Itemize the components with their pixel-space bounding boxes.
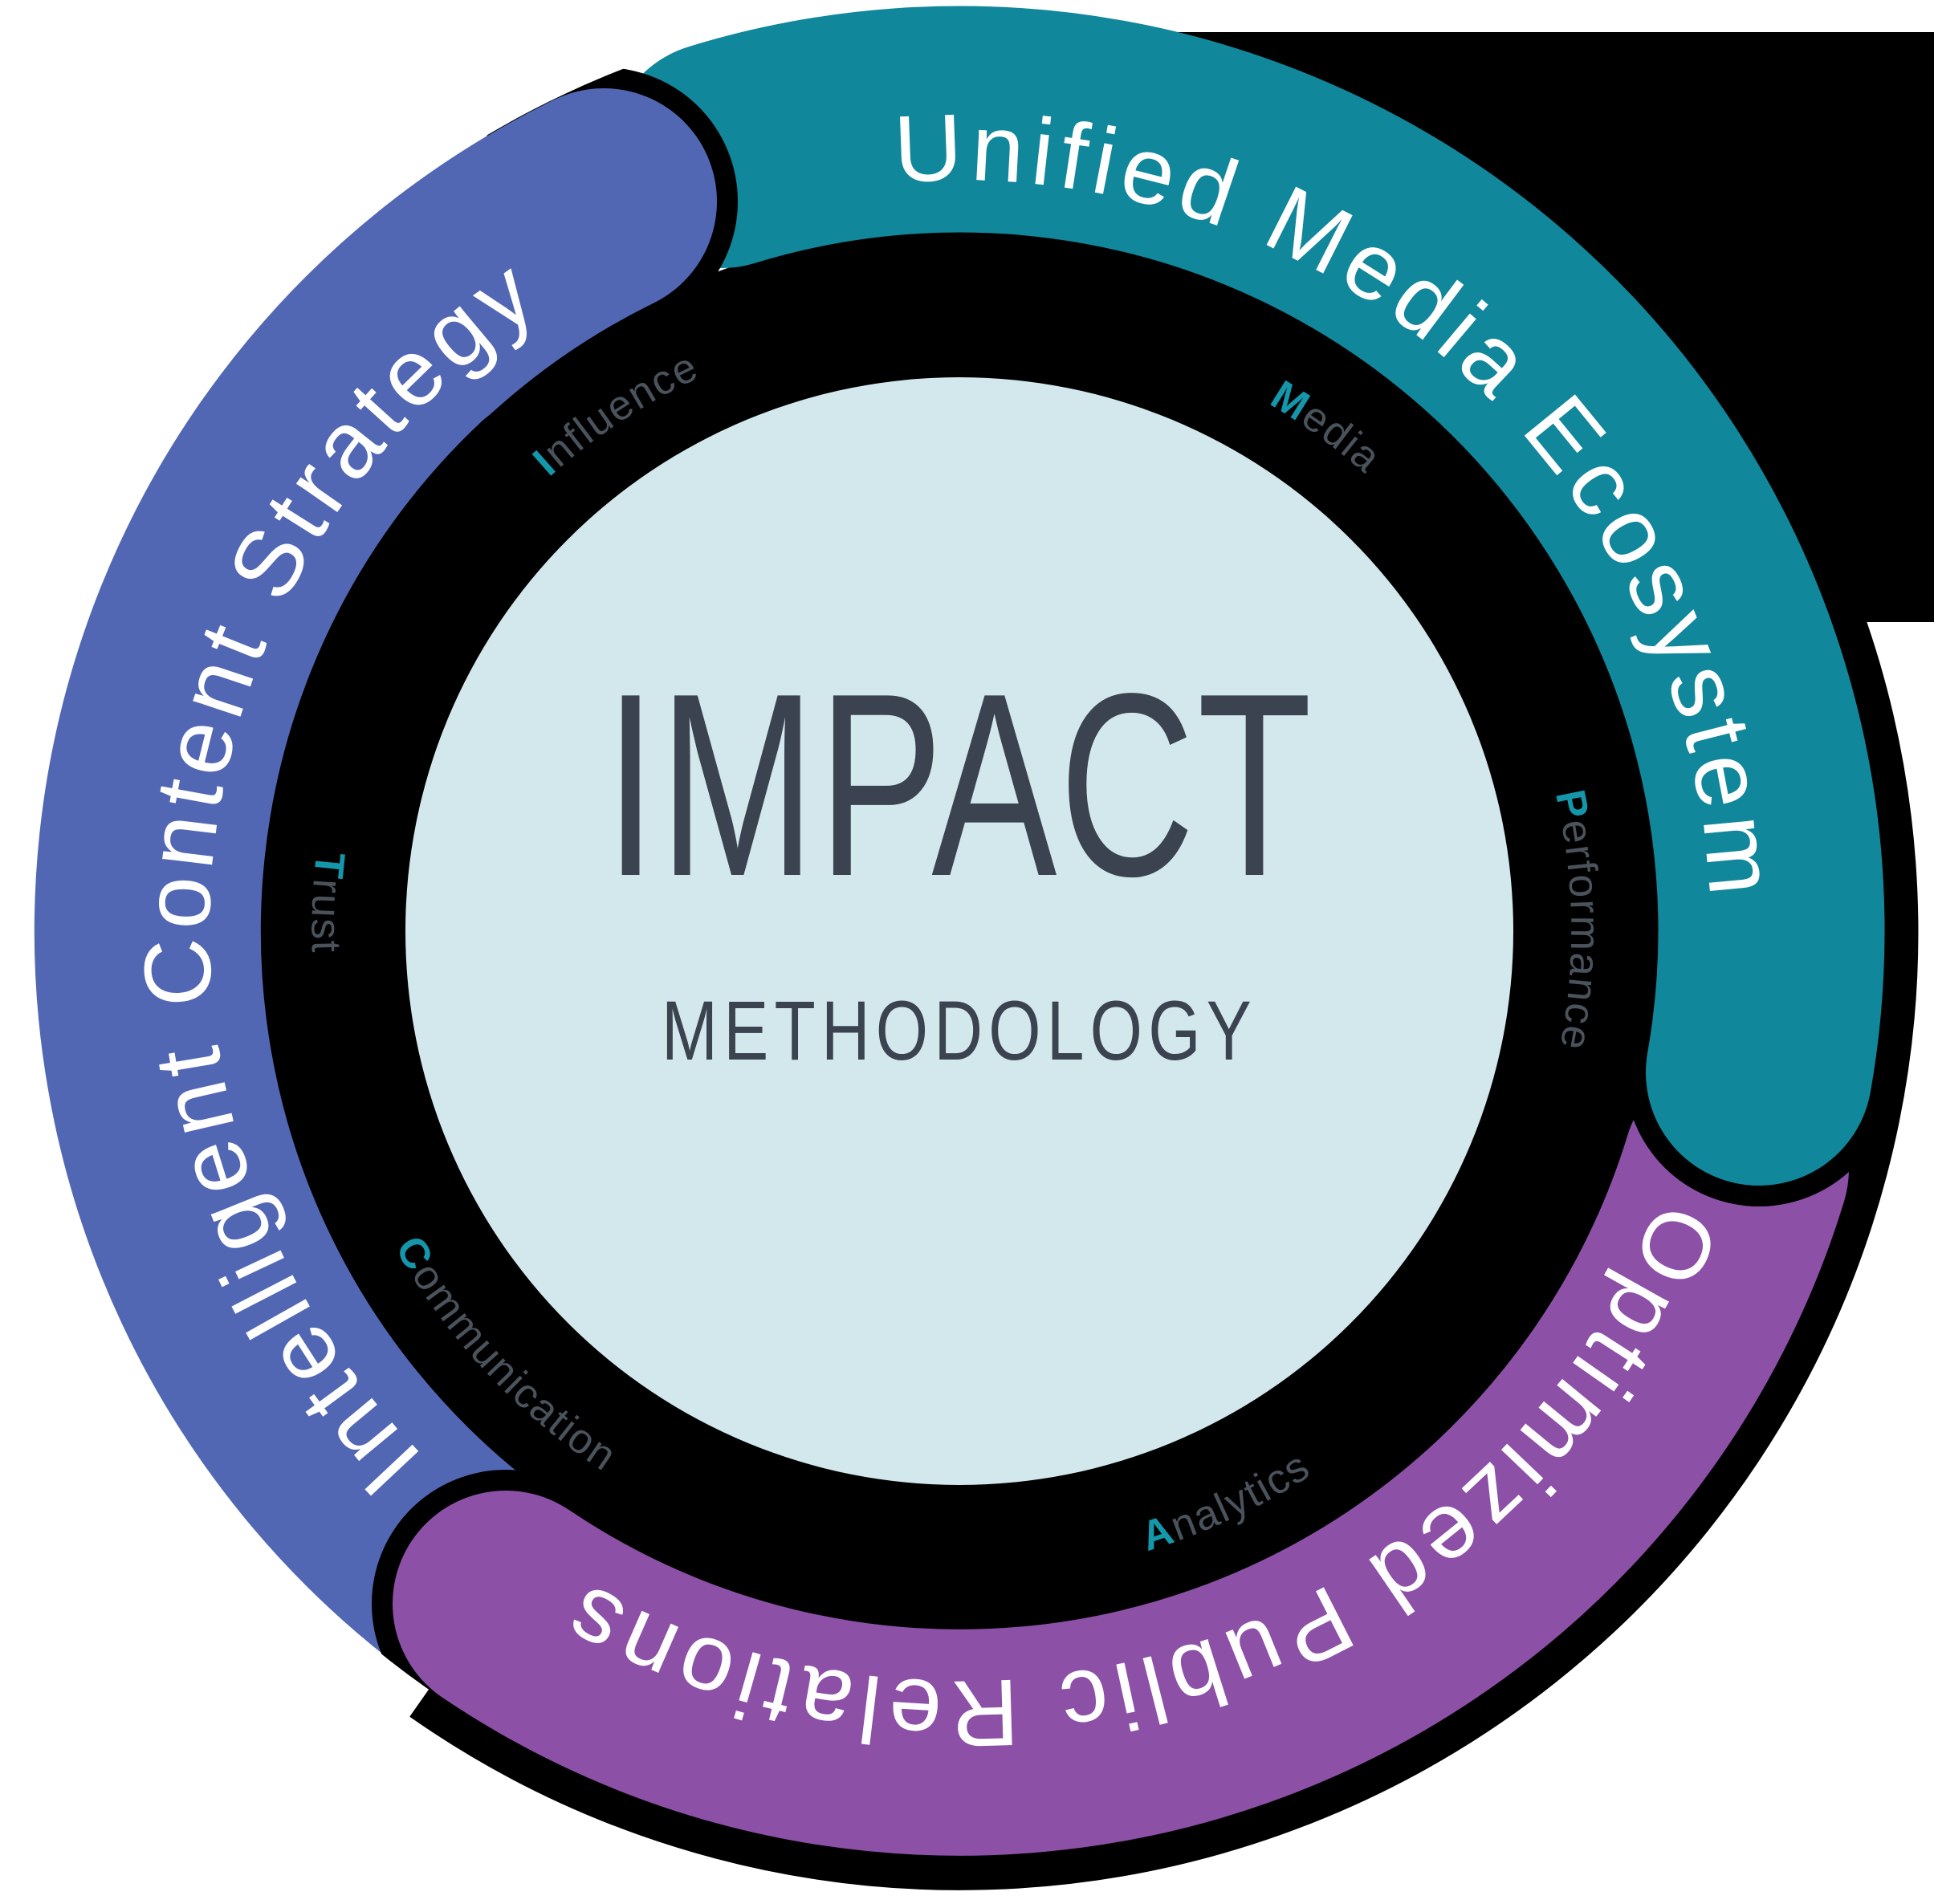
ring-segment-blue-cap <box>303 88 717 441</box>
outer-black-rim <box>409 572 1919 1890</box>
outer-band <box>34 6 1885 1856</box>
center-title: IMPACT <box>605 640 1314 931</box>
ring-segment-unified-media-ecosystem <box>609 6 1885 1186</box>
ring-segment-optimized-public-relations <box>393 1056 1849 1856</box>
inner-black-ring <box>257 229 1662 1633</box>
center-subtitle: METHODOLOGY <box>662 984 1257 1078</box>
center-text-group: IMPACT METHODOLOGY <box>605 640 1314 1078</box>
center-disc <box>405 377 1513 1485</box>
